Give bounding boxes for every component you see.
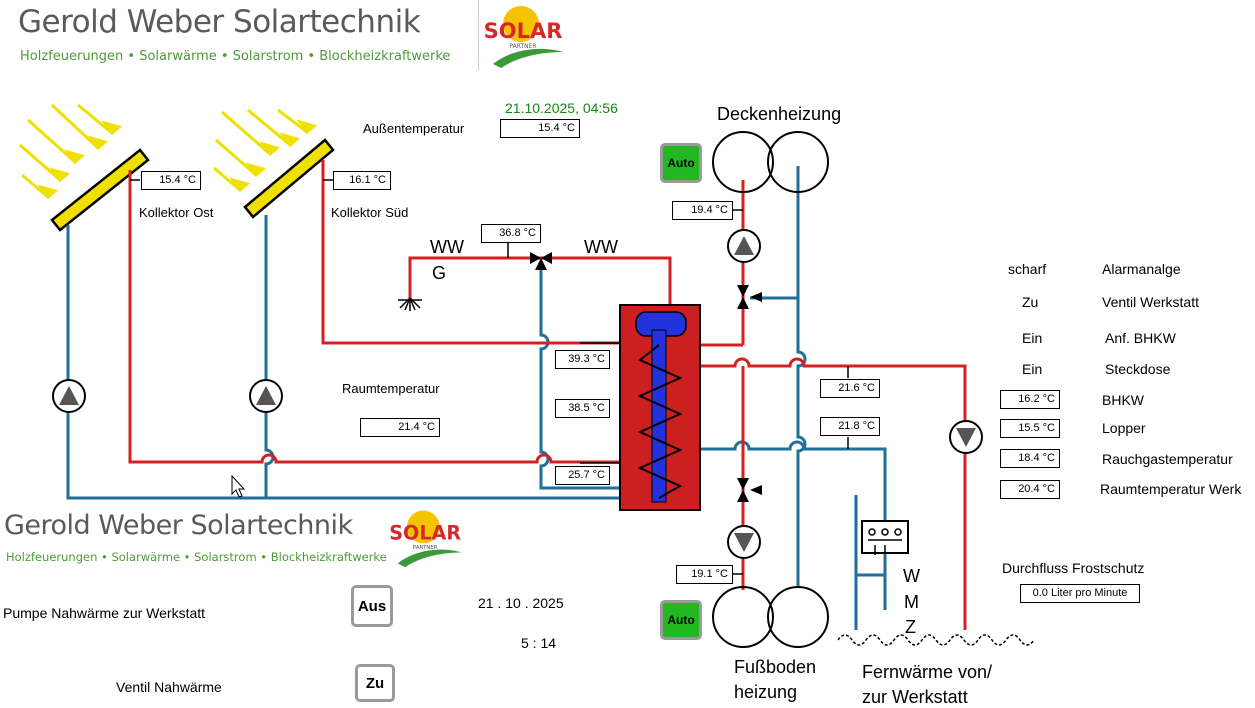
collector-east-label: Kollektor Ost [139, 205, 214, 220]
svg-text:SOLAR: SOLAR [484, 19, 563, 43]
pump-floor-icon [727, 525, 761, 559]
status-socket-state: Ein [1022, 361, 1043, 377]
wmz-letter-w: W [903, 566, 920, 586]
wmz-letter-m: M [904, 592, 919, 612]
status-socket-label: Steckdose [1105, 361, 1171, 377]
svg-text:PARTNER: PARTNER [509, 43, 536, 50]
temp-workshop-value: 20.4 °C [1000, 480, 1060, 499]
flow-label: Durchfluss Frostschutz [1002, 560, 1145, 576]
mixing-temp: 36.8 °C [481, 224, 541, 243]
room-temp-label: Raumtemperatur [342, 381, 440, 396]
status-valve-label: Ventil Werkstatt [1102, 294, 1200, 310]
status-bhkw-state: Ein [1022, 330, 1043, 346]
company-slogan-lower: Holzfeuerungen • Solarwärme • Solarstrom… [6, 550, 387, 564]
status-valve-state: Zu [1022, 294, 1039, 310]
district-temp-return: 21.8 °C [820, 417, 880, 436]
three-way-valve-upper-icon [737, 285, 762, 309]
district-temp-supply: 21.6 °C [820, 379, 880, 398]
flow-value: 0.0 Liter pro Minute [1020, 584, 1140, 603]
collector-south-temp: 16.1 °C [333, 171, 391, 190]
floor-auto-button[interactable]: Auto [660, 600, 702, 640]
storage-temp-top: 39.3 °C [555, 350, 610, 369]
sun-rays-south [213, 108, 318, 193]
wmz-letter-z: Z [905, 617, 916, 637]
storage-temp-middle: 38.5 °C [555, 399, 610, 418]
storage-tank-icon [619, 304, 701, 511]
company-slogan: Holzfeuerungen • Solarwärme • Solarstrom… [20, 49, 451, 64]
ww-g-label: G [432, 263, 447, 283]
status-alarm-state: scharf [1008, 261, 1047, 277]
mixing-valve-icon [530, 252, 552, 270]
datetime: 21.10.2025, 04:56 [505, 100, 618, 116]
temp-workshop-label: Raumtemperatur Werk [1100, 481, 1242, 497]
mouse-cursor-icon [231, 474, 246, 498]
lower-time: 5 : 14 [521, 635, 557, 651]
outside-temp-label: Außentemperatur [363, 121, 465, 136]
district-label-2: zur Werkstatt [862, 687, 968, 707]
svg-text:SOLAR: SOLAR [389, 522, 461, 545]
pump-east-icon [52, 379, 86, 413]
pump-nahwaerme-button[interactable]: Aus [351, 585, 393, 627]
room-temp-value: 21.4 °C [360, 418, 440, 437]
storage-temp-bottom: 25.7 °C [555, 466, 610, 485]
svg-text:PARTNER: PARTNER [413, 545, 438, 551]
lower-date: 21 . 10 . 2025 [478, 595, 564, 611]
district-label-1: Fernwärme von/ [862, 662, 993, 682]
company-name: Gerold Weber Solartechnik [18, 4, 421, 40]
ceiling-heating-label: Deckenheizung [717, 104, 842, 124]
solar-partner-logo-lower: SOLAR PARTNER [389, 510, 462, 568]
pump-ceiling-icon [727, 229, 761, 263]
three-way-valve-lower-icon [737, 478, 762, 502]
temp-flue-value: 18.4 °C [1000, 449, 1060, 468]
header-divider [478, 0, 479, 70]
floor-temp: 19.1 °C [676, 565, 733, 584]
valve-nahwaerme-label: Ventil Nahwärme [116, 679, 222, 695]
collector-south-panel [243, 138, 335, 219]
sun-rays-east [19, 103, 123, 200]
temp-flue-label: Rauchgastemperatur [1102, 451, 1233, 467]
status-alarm-label: Alarmanalge [1102, 261, 1181, 277]
floor-heating-label-1: Fußboden [734, 657, 817, 677]
status-bhkw-label: Anf. BHKW [1105, 330, 1176, 346]
outside-temp-value: 15.4 °C [500, 119, 580, 138]
floor-heat-exchanger-icon [712, 586, 829, 648]
ww-right-label: WW [584, 237, 618, 257]
temp-bhkw-label: BHKW [1102, 392, 1144, 408]
heat-meter-icon [861, 520, 909, 555]
collector-east-panel [50, 148, 150, 232]
solar-partner-logo: SOLAR PARTNER [484, 6, 563, 68]
pump-south-icon [249, 379, 283, 413]
floor-heating-label-2: heizung [734, 682, 798, 702]
pump-district-icon [949, 420, 983, 454]
temp-lopper-label: Lopper [1102, 420, 1146, 436]
ground-line [837, 634, 1035, 646]
valve-nahwaerme-button[interactable]: Zu [355, 664, 395, 702]
temp-bhkw-value: 16.2 °C [1000, 390, 1060, 409]
ceiling-temp: 19.4 °C [672, 201, 733, 220]
ceiling-heat-exchanger-icon [712, 131, 829, 193]
shower-icon [398, 297, 422, 311]
pump-nahwaerme-label: Pumpe Nahwärme zur Werkstatt [3, 605, 206, 621]
temp-lopper-value: 15.5 °C [1000, 419, 1060, 438]
collector-east-temp: 15.4 °C [141, 171, 201, 190]
ww-left-label: WW [430, 237, 464, 257]
collector-south-label: Kollektor Süd [331, 205, 409, 220]
company-name-lower: Gerold Weber Solartechnik [4, 510, 353, 541]
ceiling-auto-button[interactable]: Auto [660, 143, 702, 183]
